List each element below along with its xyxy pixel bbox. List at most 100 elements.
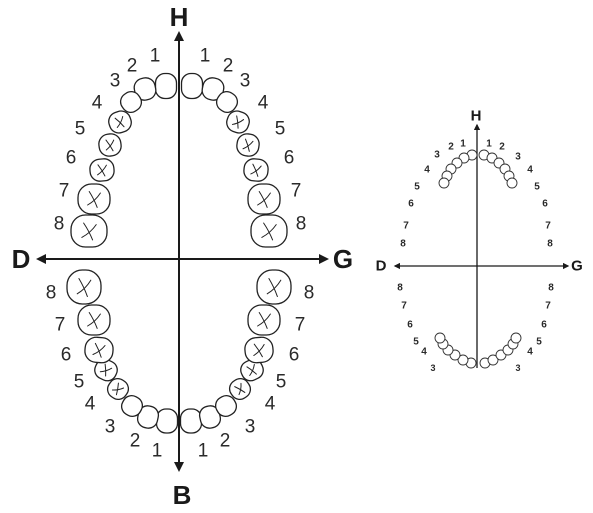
lower-left-number-4: 4	[85, 394, 96, 415]
small-lower-right-number-4: 4	[527, 347, 533, 358]
upper-left-number-4: 4	[92, 93, 103, 114]
upper-left-number-2: 2	[127, 56, 138, 77]
lower-left-tooth-1	[155, 408, 179, 434]
small-axis-label-top: H	[471, 108, 482, 125]
upper-left-tooth-8	[70, 214, 108, 248]
lower-left-number-6: 6	[61, 345, 72, 366]
small-lower-left-number-8: 8	[397, 283, 403, 294]
lower-left-number-3: 3	[105, 417, 116, 438]
upper-right-tooth-1	[180, 72, 204, 100]
axis-label-right: G	[333, 244, 353, 274]
lower-right-number-2: 2	[220, 431, 231, 452]
lower-left-tooth-3	[120, 394, 144, 418]
upper-left-number-3: 3	[110, 71, 121, 92]
small-lower-right-number-7: 7	[545, 301, 551, 312]
small-axis-label-left: D	[376, 258, 387, 275]
small-upper-right-number-4: 4	[527, 165, 533, 176]
lower-right-tooth-1	[179, 408, 203, 434]
small-lower-left-number-6: 6	[407, 320, 413, 331]
lower-left-tooth-5	[94, 358, 118, 382]
small-axis-label-right: G	[571, 258, 583, 275]
lower-right-number-5: 5	[276, 372, 287, 393]
small-upper-left-number-6: 6	[408, 199, 414, 210]
lower-right-tooth-4	[228, 377, 252, 401]
lower-right-tooth-3	[214, 394, 238, 418]
small-lower-left-number-5: 5	[413, 337, 419, 348]
upper-right-number-7: 7	[291, 181, 302, 202]
upper-right-tooth-5	[236, 133, 260, 157]
upper-left-tooth-5	[98, 133, 122, 157]
upper-right-tooth-4	[226, 110, 250, 134]
upper-right-tooth-6	[243, 158, 269, 182]
small-upper-left-number-7: 7	[403, 221, 409, 232]
small-lower-right-number-5: 5	[536, 337, 542, 348]
upper-right-tooth-8	[250, 214, 288, 248]
lower-left-number-2: 2	[130, 431, 141, 452]
small-upper-left-number-1: 1	[460, 139, 466, 150]
upper-right-number-6: 6	[284, 148, 295, 169]
upper-left-number-5: 5	[75, 119, 86, 140]
lower-left-number-7: 7	[55, 315, 66, 336]
small-lower-right-tooth-2	[487, 354, 499, 366]
lower-left-tooth-6	[84, 336, 114, 364]
upper-left-number-8: 8	[54, 214, 65, 235]
lower-right-number-8: 8	[304, 283, 315, 304]
upper-left-tooth-4	[108, 110, 132, 134]
upper-right-number-8: 8	[296, 214, 307, 235]
small-lower-left-number-4: 4	[421, 347, 427, 358]
small-lower-right-tooth-6	[510, 332, 522, 344]
lower-left-tooth-4	[106, 377, 130, 401]
axis-label-top: H	[170, 2, 189, 32]
upper-right-tooth-2	[201, 77, 225, 101]
small-upper-right-number-5: 5	[534, 182, 540, 193]
lower-right-tooth-6	[244, 336, 274, 364]
small-lower-left-number-7: 7	[401, 301, 407, 312]
upper-right-tooth-7	[247, 183, 281, 215]
lower-left-tooth-7	[77, 304, 111, 336]
upper-right-number-1: 1	[200, 46, 211, 67]
axis-label-left: D	[12, 244, 31, 274]
lower-right-tooth-7	[247, 304, 281, 336]
small-lower-right-number-8: 8	[548, 283, 554, 294]
lower-right-number-4: 4	[265, 394, 276, 415]
upper-left-tooth-1	[154, 72, 178, 100]
upper-right-number-3: 3	[240, 71, 251, 92]
upper-left-number-7: 7	[59, 181, 70, 202]
lower-right-tooth-8	[256, 269, 292, 305]
lower-left-number-1: 1	[152, 441, 163, 462]
upper-left-number-1: 1	[150, 46, 161, 67]
upper-left-number-6: 6	[66, 148, 77, 169]
small-upper-left-number-4: 4	[424, 165, 430, 176]
small-upper-left-number-3: 3	[434, 150, 440, 161]
lower-left-number-5: 5	[74, 372, 85, 393]
small-upper-left-tooth-6	[438, 177, 450, 189]
small-lower-left-number-3: 3	[430, 363, 435, 373]
lower-left-tooth-8	[66, 269, 102, 305]
small-upper-right-number-8: 8	[547, 239, 553, 250]
small-lower-left-tooth-6	[434, 332, 446, 344]
small-lower-right-number-3: 3	[515, 363, 520, 373]
lower-right-number-7: 7	[295, 315, 306, 336]
upper-right-tooth-3	[215, 90, 239, 114]
small-lower-left-tooth-2	[457, 354, 469, 366]
upper-right-number-5: 5	[275, 119, 286, 140]
upper-left-tooth-7	[77, 183, 111, 215]
small-upper-right-number-7: 7	[545, 221, 551, 232]
lower-right-number-6: 6	[289, 345, 300, 366]
small-lower-right-number-6: 6	[541, 320, 547, 331]
small-upper-right-number-6: 6	[542, 199, 548, 210]
upper-left-tooth-3	[119, 90, 143, 114]
upper-left-tooth-6	[89, 158, 115, 182]
axis-label-bottom: B	[173, 480, 192, 510]
small-upper-right-number-3: 3	[515, 152, 521, 163]
small-upper-right-number-1: 1	[486, 139, 492, 150]
lower-right-number-1: 1	[198, 441, 209, 462]
lower-right-tooth-5	[240, 358, 264, 382]
lower-left-number-8: 8	[46, 283, 57, 304]
small-upper-left-number-2: 2	[448, 142, 454, 153]
upper-right-number-2: 2	[223, 56, 234, 77]
small-upper-right-number-2: 2	[499, 142, 505, 153]
